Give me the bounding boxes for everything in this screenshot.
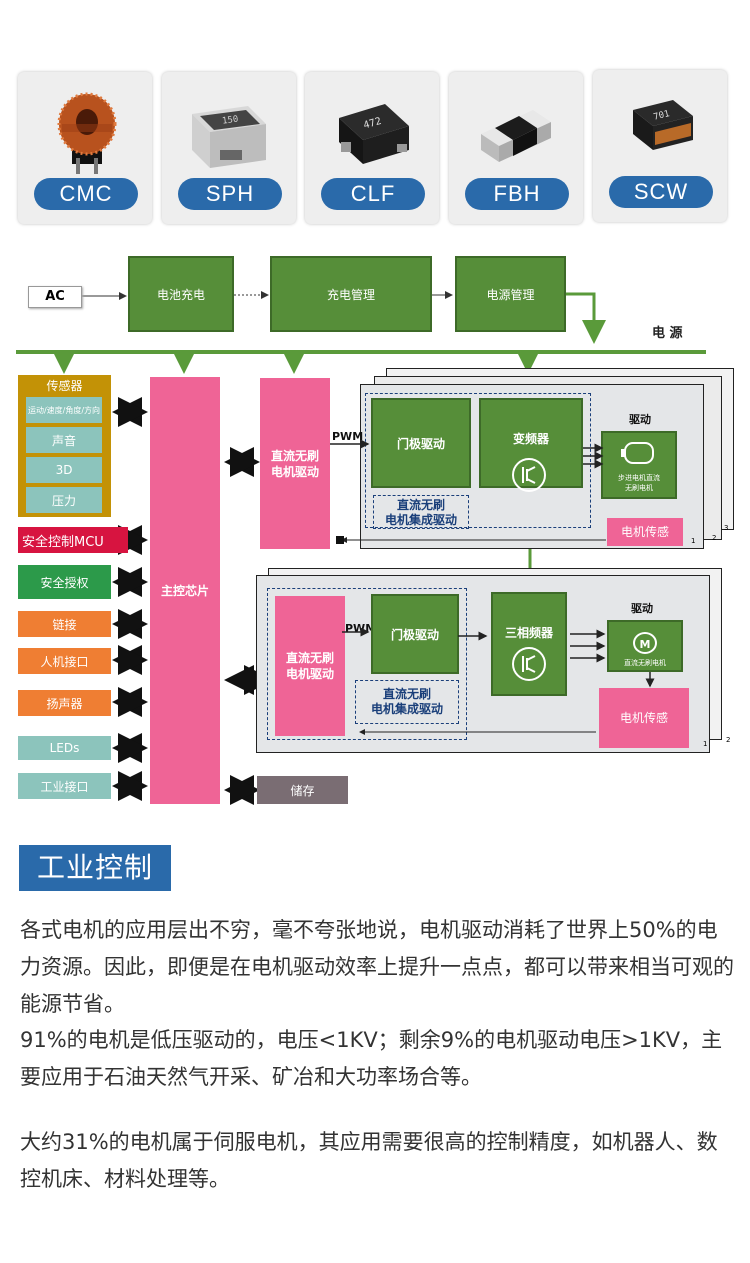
motor-icon: M bbox=[633, 632, 657, 654]
paragraph-energy: 各式电机的应用层出不穷，毫不夸张地说，电机驱动消耗了世界上50%的电力资源。因此… bbox=[20, 918, 734, 1016]
motor-sense-box: 电机传感 bbox=[599, 688, 689, 748]
power-bus-label: 电 源 bbox=[652, 326, 683, 341]
top-bldc-driver-box: 直流无刷 电机驱动 bbox=[260, 378, 330, 549]
component-mark: 701 bbox=[653, 109, 671, 123]
drive-title: 驱动 bbox=[629, 413, 651, 426]
product-label: CMC bbox=[34, 178, 138, 210]
component-mark: 472 bbox=[362, 116, 382, 132]
motor-label: 直流无刷电机 bbox=[624, 659, 666, 667]
smd-inductor-icon: 472 bbox=[339, 104, 409, 164]
bottom-panel-arrows bbox=[342, 628, 655, 735]
page-number: 2 bbox=[712, 534, 717, 542]
product-label: FBH bbox=[465, 178, 569, 210]
sensor-group: 传感器 运动/速度/角度/方向 声音 3D 压力 bbox=[18, 375, 111, 517]
gate-driver-box: 门极驱动 bbox=[371, 398, 471, 488]
integrated-driver-label: 直流无刷 电机集成驱动 bbox=[373, 495, 469, 529]
safety-mcu-box: 安全控制MCU bbox=[18, 527, 128, 553]
component-mark: 150 bbox=[222, 115, 239, 127]
motor-label: 步进电机直流 无刷电机 bbox=[618, 474, 660, 492]
bldc-driver-label: 直流无刷 电机驱动 bbox=[270, 448, 319, 479]
bottom-driver-panel: 直流无刷 电机驱动 PWM 门极驱动 直流无刷 电机集成驱动 三相频器 驱动 直… bbox=[256, 575, 710, 753]
inverter-box: 变频器 bbox=[479, 398, 583, 488]
transistor-icon bbox=[512, 647, 546, 681]
product-label: SCW bbox=[609, 176, 713, 208]
product-label: CLF bbox=[321, 178, 425, 210]
motor-box: 步进电机直流 无刷电机 bbox=[601, 431, 677, 499]
motor-icon bbox=[621, 442, 654, 464]
sensor-motion: 运动/速度/角度/方向 bbox=[26, 397, 102, 423]
toroidal-choke-icon bbox=[57, 92, 117, 174]
leds-box: LEDs bbox=[18, 736, 111, 760]
bottom-bldc-driver-box: 直流无刷 电机驱动 bbox=[275, 596, 345, 736]
product-card-clf[interactable]: 472 CLF bbox=[305, 72, 439, 224]
bldc-driver-label: 直流无刷 电机驱动 bbox=[285, 651, 334, 681]
integrated-driver-label: 直流无刷 电机集成驱动 bbox=[355, 680, 459, 724]
paragraph-servo: 大约31%的电机属于伺服电机，其应用需要很高的控制精度，如机器人、数控机床、材料… bbox=[20, 1130, 718, 1191]
ac-input: AC bbox=[28, 286, 82, 308]
battery-charge-box: 电池充电 bbox=[128, 256, 234, 332]
integrated-driver-outline bbox=[365, 393, 591, 528]
top-driver-panel: 门极驱动 变频器 直流无刷 电机集成驱动 驱动 步进电机直流 无刷电机 电机传感… bbox=[360, 384, 704, 549]
section-title: 工业控制 bbox=[19, 845, 171, 891]
product-label: SPH bbox=[178, 178, 282, 210]
product-card-sph[interactable]: 150 SPH bbox=[162, 72, 296, 224]
storage-box: 储存 bbox=[257, 776, 348, 804]
sensor-sound: 声音 bbox=[26, 427, 102, 453]
three-phase-inverter-box: 三相频器 bbox=[491, 592, 567, 696]
page-number: 1 bbox=[691, 537, 696, 545]
ferrite-bead-icon bbox=[481, 110, 551, 162]
hmi-box: 人机接口 bbox=[18, 648, 111, 674]
charge-management-box: 充电管理 bbox=[270, 256, 432, 332]
product-card-fbh[interactable]: FBH bbox=[449, 72, 583, 224]
gate-driver-box: 门极驱动 bbox=[371, 594, 459, 674]
industrial-interface-box: 工业接口 bbox=[18, 773, 111, 799]
power-management-box: 电源管理 bbox=[455, 256, 566, 332]
inverter-label: 三相频器 bbox=[504, 626, 553, 640]
smd-wirewound-inductor-icon: 701 bbox=[633, 100, 693, 150]
sensor-3d: 3D bbox=[26, 457, 102, 483]
sensor-title: 传感器 bbox=[46, 379, 83, 393]
security-auth-box: 安全授权 bbox=[18, 565, 111, 599]
diagram-connectors bbox=[16, 291, 706, 805]
drive-title: 驱动 bbox=[631, 602, 653, 615]
main-chip-box: 主控芯片 bbox=[150, 377, 220, 804]
product-card-scw[interactable]: 701 SCW bbox=[593, 70, 727, 222]
speaker-box: 扬声器 bbox=[18, 690, 111, 716]
smd-power-inductor-icon: 150 bbox=[192, 106, 266, 168]
inverter-label: 变频器 bbox=[512, 432, 549, 446]
page-number: 2 bbox=[726, 736, 731, 744]
transistor-icon bbox=[512, 458, 546, 492]
paragraph-voltage: 91%的电机是低压驱动的，电压<1KV；剩余9%的电机驱动电压>1KV，主要应用… bbox=[20, 1028, 723, 1089]
motor-sense-box: 电机传感 bbox=[607, 518, 683, 546]
sensor-pressure: 压力 bbox=[26, 487, 102, 513]
page-number: 1 bbox=[703, 740, 708, 748]
link-box: 链接 bbox=[18, 611, 111, 637]
page-number: 3 bbox=[724, 524, 729, 532]
top-panel-arrows bbox=[330, 440, 606, 544]
product-card-cmc[interactable]: CMC bbox=[18, 72, 152, 224]
integrated-driver-outline bbox=[267, 588, 467, 740]
pwm-label: PWM bbox=[332, 430, 364, 443]
